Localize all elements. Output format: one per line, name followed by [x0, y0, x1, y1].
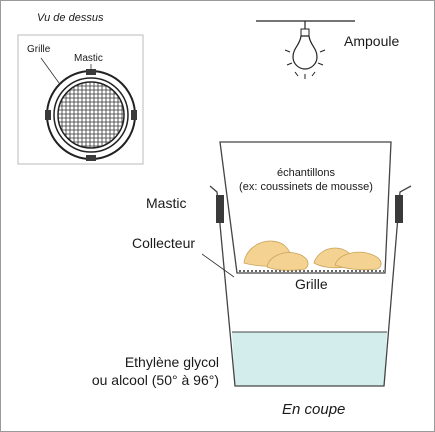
top-view-grid-edge — [57, 81, 125, 149]
bulb-icon — [256, 20, 355, 79]
samples-label-line1: échantillons — [276, 167, 336, 179]
seal-right — [395, 195, 403, 223]
liquid-label-line1: Ethylène glycol — [124, 354, 219, 370]
seal-left — [216, 195, 224, 223]
inset-grid-label: Grille — [27, 44, 51, 55]
container-section — [201, 141, 412, 387]
collector-label: Collecteur — [132, 235, 196, 251]
liquid-body — [232, 332, 387, 386]
funnel-body — [219, 141, 392, 274]
top-view-seal-left — [45, 110, 51, 120]
top-view-seal-top — [86, 69, 96, 75]
collector-vessel — [209, 185, 412, 387]
sample-2 — [266, 252, 309, 271]
top-view-inner-ring — [53, 77, 129, 153]
collector-leader-line — [201, 253, 235, 278]
section-grid-label: Grille — [295, 276, 328, 292]
sample-4 — [334, 251, 382, 271]
samples — [243, 240, 382, 271]
seal-label: Mastic — [146, 195, 187, 211]
liquid-label-line2: ou alcool (50° à 96°) — [91, 372, 219, 388]
samples-label-line2: (ex: coussinets de mousse) — [239, 181, 373, 193]
bulb-label: Ampoule — [344, 33, 400, 49]
top-view-seal-bottom — [86, 155, 96, 161]
top-view-seal-right — [131, 110, 137, 120]
section-caption: En coupe — [282, 401, 346, 418]
grid-leader-line — [40, 57, 60, 84]
inset-seal-label: Mastic — [74, 53, 103, 64]
inset-title: Vu de dessus — [37, 12, 104, 24]
top-view — [40, 57, 137, 161]
